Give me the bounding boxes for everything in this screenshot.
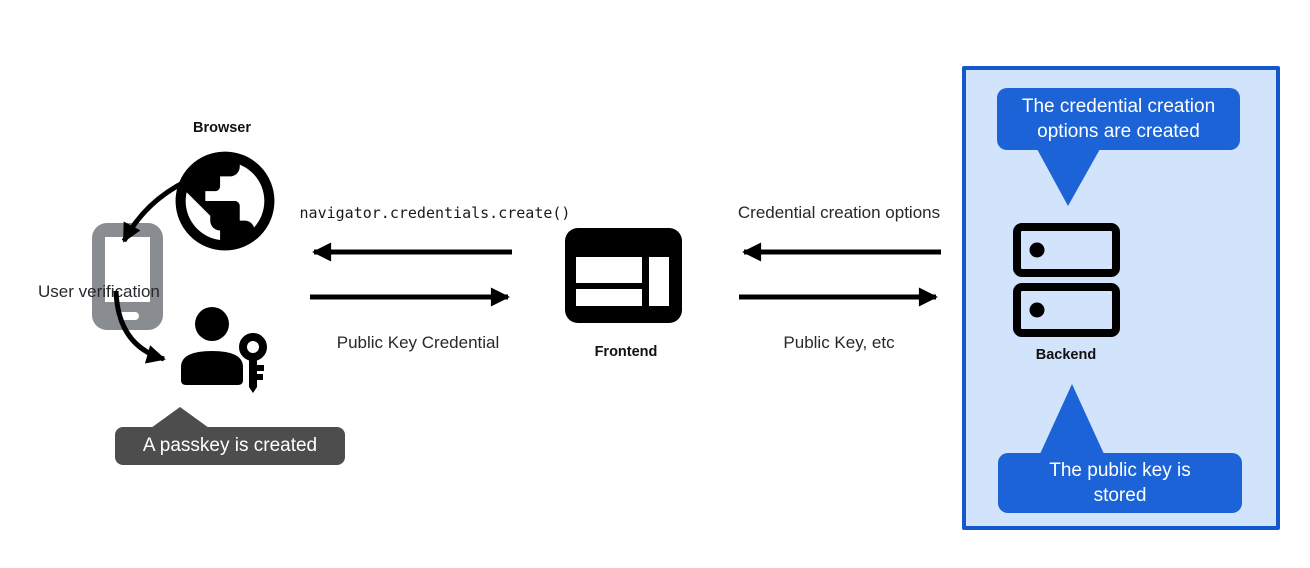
backend-server-icon: [1013, 223, 1120, 337]
callout-options-created: The credential creation options are crea…: [997, 88, 1240, 150]
public-key-etc-label: Public Key, etc: [783, 333, 895, 352]
phone-icon: [92, 223, 163, 330]
frontend-icon: [565, 228, 682, 323]
passkey-tooltip-pointer: [151, 407, 209, 428]
browser-label: Browser: [192, 120, 252, 136]
callout-key-stored-pointer: [1040, 384, 1104, 454]
frontend-label: Frontend: [594, 344, 658, 360]
credential-creation-options-label: Credential creation options: [737, 203, 941, 222]
user-key-icon: [181, 307, 267, 393]
backend-label: Backend: [1035, 347, 1097, 363]
browser-globe-icon: [175, 151, 275, 251]
user-verification-label: User verification: [38, 282, 160, 301]
callout-options-created-pointer: [1037, 149, 1100, 206]
callout-key-stored: The public key is stored: [998, 453, 1242, 513]
navigator-credentials-create-label: navigator.credentials.create(): [299, 204, 571, 222]
backend-panel: The credential creation options are crea…: [962, 66, 1280, 530]
public-key-credential-label: Public Key Credential: [336, 333, 500, 352]
passkey-tooltip: A passkey is created: [115, 427, 345, 465]
